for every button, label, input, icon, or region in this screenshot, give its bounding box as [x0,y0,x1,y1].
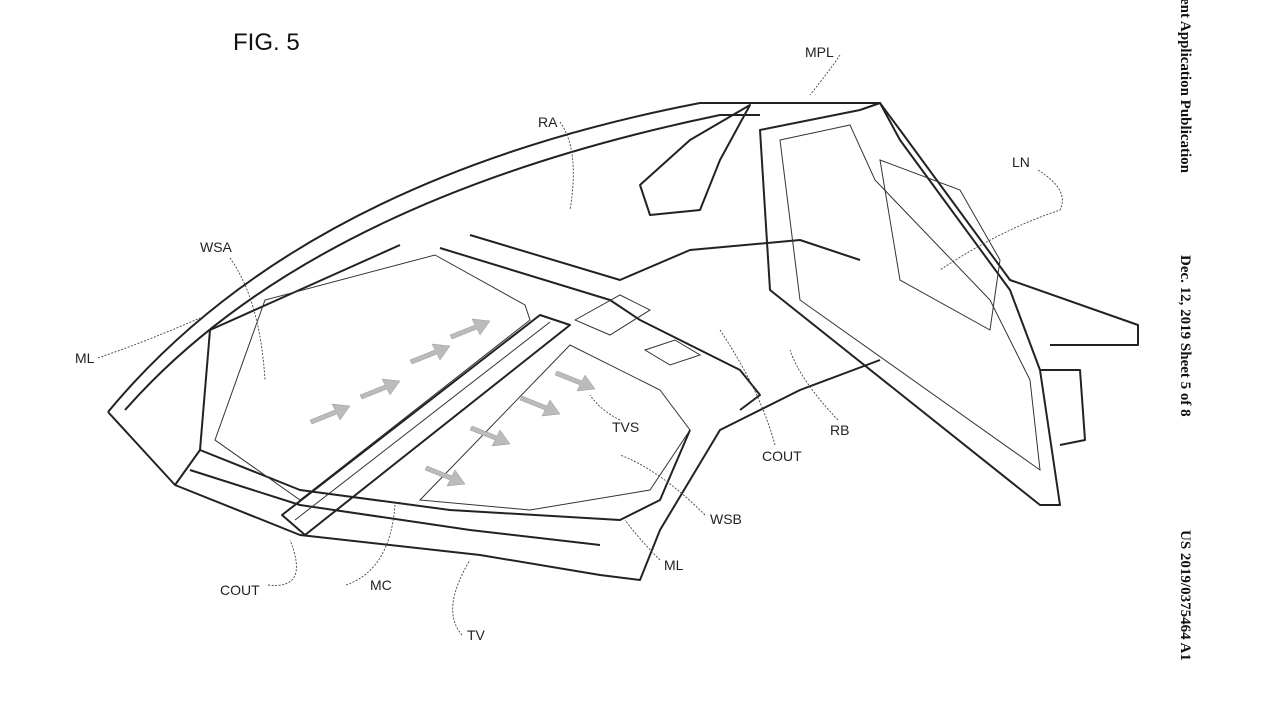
flow-arrows [309,318,596,487]
reference-labels: MPL RA LN WSA ML TVS RB COUT WSB ML COUT… [75,44,1030,643]
roof-frame [107,102,1139,581]
label-ln: LN [1012,154,1030,170]
label-ml-bottom: ML [664,557,684,573]
label-wsa: WSA [200,239,233,255]
label-ra: RA [538,114,558,130]
figure-title: FIG. 5 [233,29,300,56]
label-tv: TV [467,627,486,643]
date-sheet-header: Dec. 12, 2019 Sheet 5 of 8 [1177,255,1193,417]
label-mc: MC [370,577,392,593]
label-cout-right: COUT [762,448,802,464]
label-cout-left: COUT [220,582,260,598]
leader-lines [97,54,1063,636]
label-wsb: WSB [710,511,742,527]
label-rb: RB [830,422,849,438]
publication-header: ent Application Publication [1177,0,1193,174]
label-mpl: MPL [805,44,834,60]
label-ml-left: ML [75,350,95,366]
publication-number: US 2019/0375464 A1 [1177,530,1193,661]
label-tvs: TVS [612,419,639,435]
